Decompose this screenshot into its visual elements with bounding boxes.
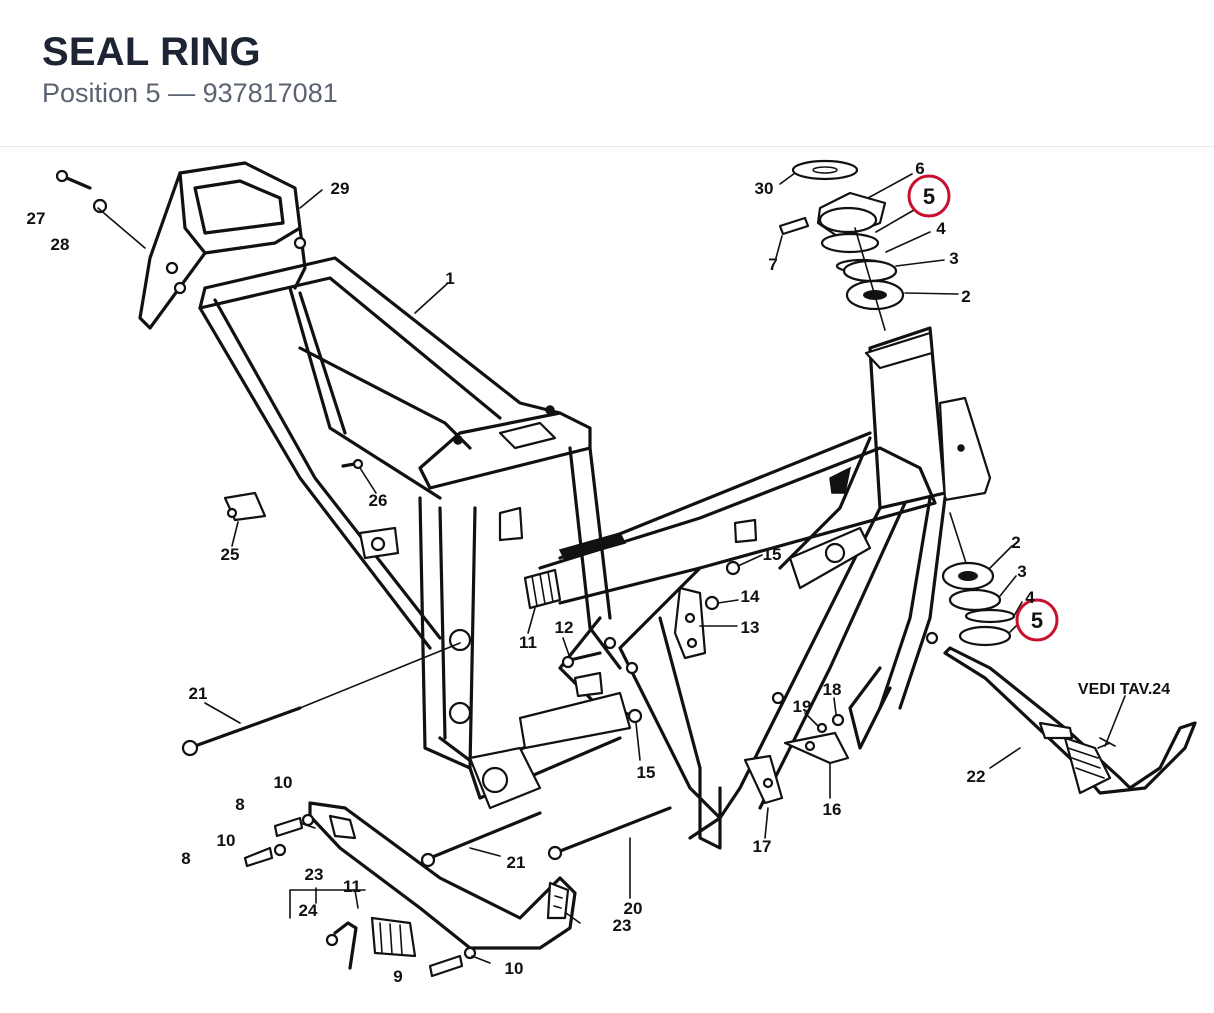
main-frame xyxy=(198,256,992,850)
side-stand xyxy=(943,646,1197,795)
seal-ring-5-lower xyxy=(958,625,1012,647)
callout-9: 9 xyxy=(393,967,402,986)
callout-6: 6 xyxy=(915,159,924,178)
callout-15-upper: 15 xyxy=(763,545,782,564)
small-brackets xyxy=(223,491,850,970)
seal-ring-5-upper xyxy=(820,232,880,254)
callout-16: 16 xyxy=(823,800,842,819)
callout-14: 14 xyxy=(741,587,760,606)
page-title: SEAL RING xyxy=(42,30,261,74)
callout-22: 22 xyxy=(967,767,986,786)
callout-3-upper: 3 xyxy=(949,249,958,268)
o-ring-4-lower xyxy=(964,608,1016,624)
callout-10-c: 10 xyxy=(505,959,524,978)
callout-29: 29 xyxy=(331,179,350,198)
exploded-parts-diagram: 1 2 2 3 3 4 4 5 5 6 7 30 29 27 28 26 25 … xyxy=(0,148,1214,1008)
callout-26: 26 xyxy=(369,491,388,510)
callout-13: 13 xyxy=(741,618,760,637)
callout-7: 7 xyxy=(768,255,777,274)
bolt-7 xyxy=(778,216,810,236)
washer-30 xyxy=(791,159,859,181)
callout-2-lower: 2 xyxy=(1011,533,1020,552)
callout-27: 27 xyxy=(27,209,46,228)
callout-19: 19 xyxy=(793,697,812,716)
long-bolts xyxy=(55,169,672,978)
callout-11-upper: 11 xyxy=(519,633,537,652)
callout-21-upper: 21 xyxy=(189,684,208,703)
callout-4-lower: 4 xyxy=(1025,588,1035,607)
callout-11-lower: 11 xyxy=(343,877,361,896)
callout-17: 17 xyxy=(753,837,772,856)
callout-30: 30 xyxy=(755,179,774,198)
callout-18: 18 xyxy=(823,680,842,699)
callout-24: 24 xyxy=(299,901,318,920)
callout-5-upper: 5 xyxy=(923,184,935,209)
callout-25: 25 xyxy=(221,545,240,564)
callout-12: 12 xyxy=(555,618,574,637)
callout-23-left: 23 xyxy=(305,865,324,884)
callout-4-upper: 4 xyxy=(936,219,946,238)
page-header: SEAL RING Position 5 — 937817081 xyxy=(0,0,1214,147)
bearing-race-3-lower xyxy=(948,588,1002,612)
highlight-circle-upper xyxy=(907,174,951,218)
part-subtitle: Position 5 — 937817081 xyxy=(42,78,338,108)
highlight-circle-lower xyxy=(1015,598,1059,642)
callout-10-a: 10 xyxy=(274,773,293,792)
callout-numbers: 1 2 2 3 3 4 4 5 5 6 7 30 29 27 28 26 25 … xyxy=(27,159,1171,986)
callout-2-upper: 2 xyxy=(961,287,970,306)
callout-20: 20 xyxy=(624,899,643,918)
callout-8-a: 8 xyxy=(235,795,244,814)
lower-bracket-assembly xyxy=(299,801,577,950)
callout-15-lower: 15 xyxy=(637,763,656,782)
callout-28: 28 xyxy=(51,235,70,254)
rear-grab-rail xyxy=(138,161,307,330)
callout-23-right: 23 xyxy=(613,916,632,935)
callout-5-lower: 5 xyxy=(1031,608,1043,633)
callout-10-b: 10 xyxy=(217,831,236,850)
lower-bearing-stack xyxy=(941,512,1016,647)
reference-note: VEDI TAV.24 xyxy=(1078,681,1170,698)
callout-3-lower: 3 xyxy=(1017,562,1026,581)
callout-21-lower: 21 xyxy=(507,853,526,872)
callout-8-b: 8 xyxy=(181,849,190,868)
callout-1: 1 xyxy=(445,269,454,288)
leader-lines xyxy=(97,172,1126,964)
upper-bearing-stack xyxy=(778,159,905,331)
